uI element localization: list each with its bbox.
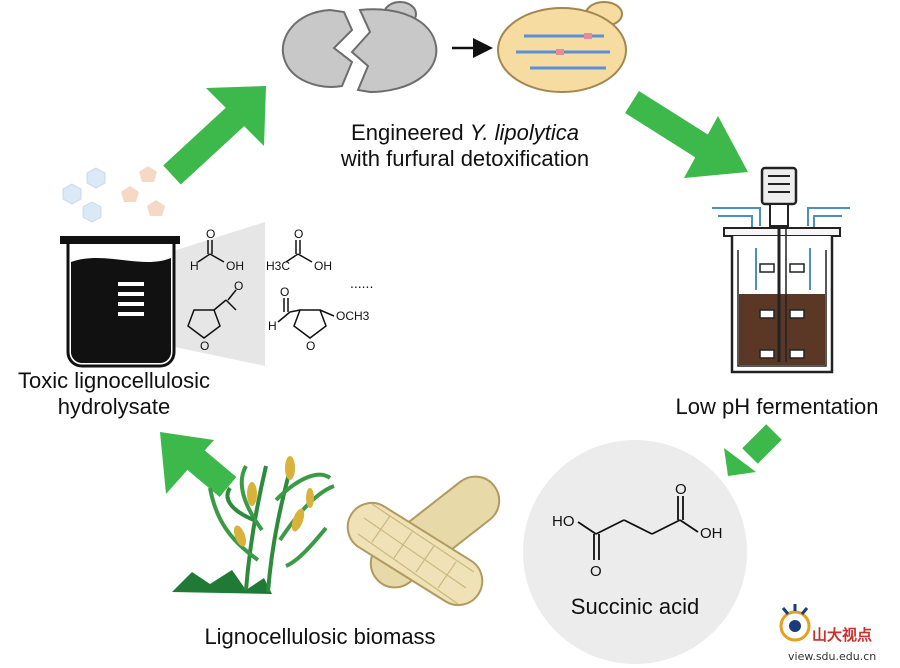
engineered-line2: with furfural detoxification xyxy=(340,146,590,171)
watermark-text: 山大视点 xyxy=(812,626,873,644)
engineered-yeast-cell xyxy=(497,1,627,93)
fermentation-label: Low pH fermentation xyxy=(675,394,879,419)
formic-h-label: H xyxy=(190,259,199,273)
acetic-o-label: O xyxy=(294,227,303,241)
hydrolysate-label: Toxic lignocellulosic hydrolysate xyxy=(0,368,228,420)
acetic-ch3-label: H3C xyxy=(266,259,290,273)
hydrolysate-line2: hydrolysate xyxy=(57,394,171,419)
wildtype-yeast-cell xyxy=(281,1,438,94)
formic-oh-label: OH xyxy=(226,259,244,273)
engineered-yeast-label: Engineered Y. lipolytica with furfural d… xyxy=(290,120,640,172)
furfural-structure xyxy=(187,289,237,339)
mmf-o-label: O xyxy=(280,285,289,299)
arrow-biomass-to-hydrolysate xyxy=(160,432,237,497)
biomass-label: Lignocellulosic biomass xyxy=(204,624,436,649)
formic-acid-structure xyxy=(197,240,225,263)
more-compounds-ellipsis: ...... xyxy=(350,275,373,291)
succinic-oh-label: OH xyxy=(700,525,723,542)
zoom-cone xyxy=(170,222,265,366)
succinic-ho-label: HO xyxy=(552,513,575,530)
mmf-h-label: H xyxy=(268,319,277,333)
mmf-och3-label: OCH3 xyxy=(336,309,370,323)
bioreactor xyxy=(712,166,850,374)
succinic-o2-label: O xyxy=(675,481,687,498)
mmf-o-ring-label: O xyxy=(306,339,315,353)
arrow-reactor-to-product xyxy=(724,424,782,476)
corn-plant xyxy=(172,456,335,594)
arrow-yeast-to-reactor xyxy=(625,91,748,178)
mmf-structure xyxy=(277,298,335,339)
acetic-oh-label: OH xyxy=(314,259,332,273)
watermark-logo xyxy=(779,604,811,642)
corn-cobs xyxy=(346,475,501,607)
product-label: Succinic acid xyxy=(570,594,700,619)
acetic-acid-structure xyxy=(285,240,313,263)
furfural-o-ring-label: O xyxy=(200,339,209,353)
product-circle xyxy=(523,440,747,664)
succinic-acid-structure xyxy=(577,496,699,560)
beaker xyxy=(60,236,180,368)
hydrolysate-line1: Toxic lignocellulosic xyxy=(18,368,210,393)
arrow-hydrolysate-to-yeast xyxy=(163,86,266,185)
watermark-url: view.sdu.edu.cn xyxy=(788,650,877,663)
succinic-o1-label: O xyxy=(590,563,602,580)
furfural-o-label: O xyxy=(234,279,243,293)
sugar-molecules xyxy=(62,166,165,223)
engineered-prefix: Engineered xyxy=(351,120,470,145)
species-name: Y. lipolytica xyxy=(469,120,579,145)
formic-o-label: O xyxy=(206,227,215,241)
